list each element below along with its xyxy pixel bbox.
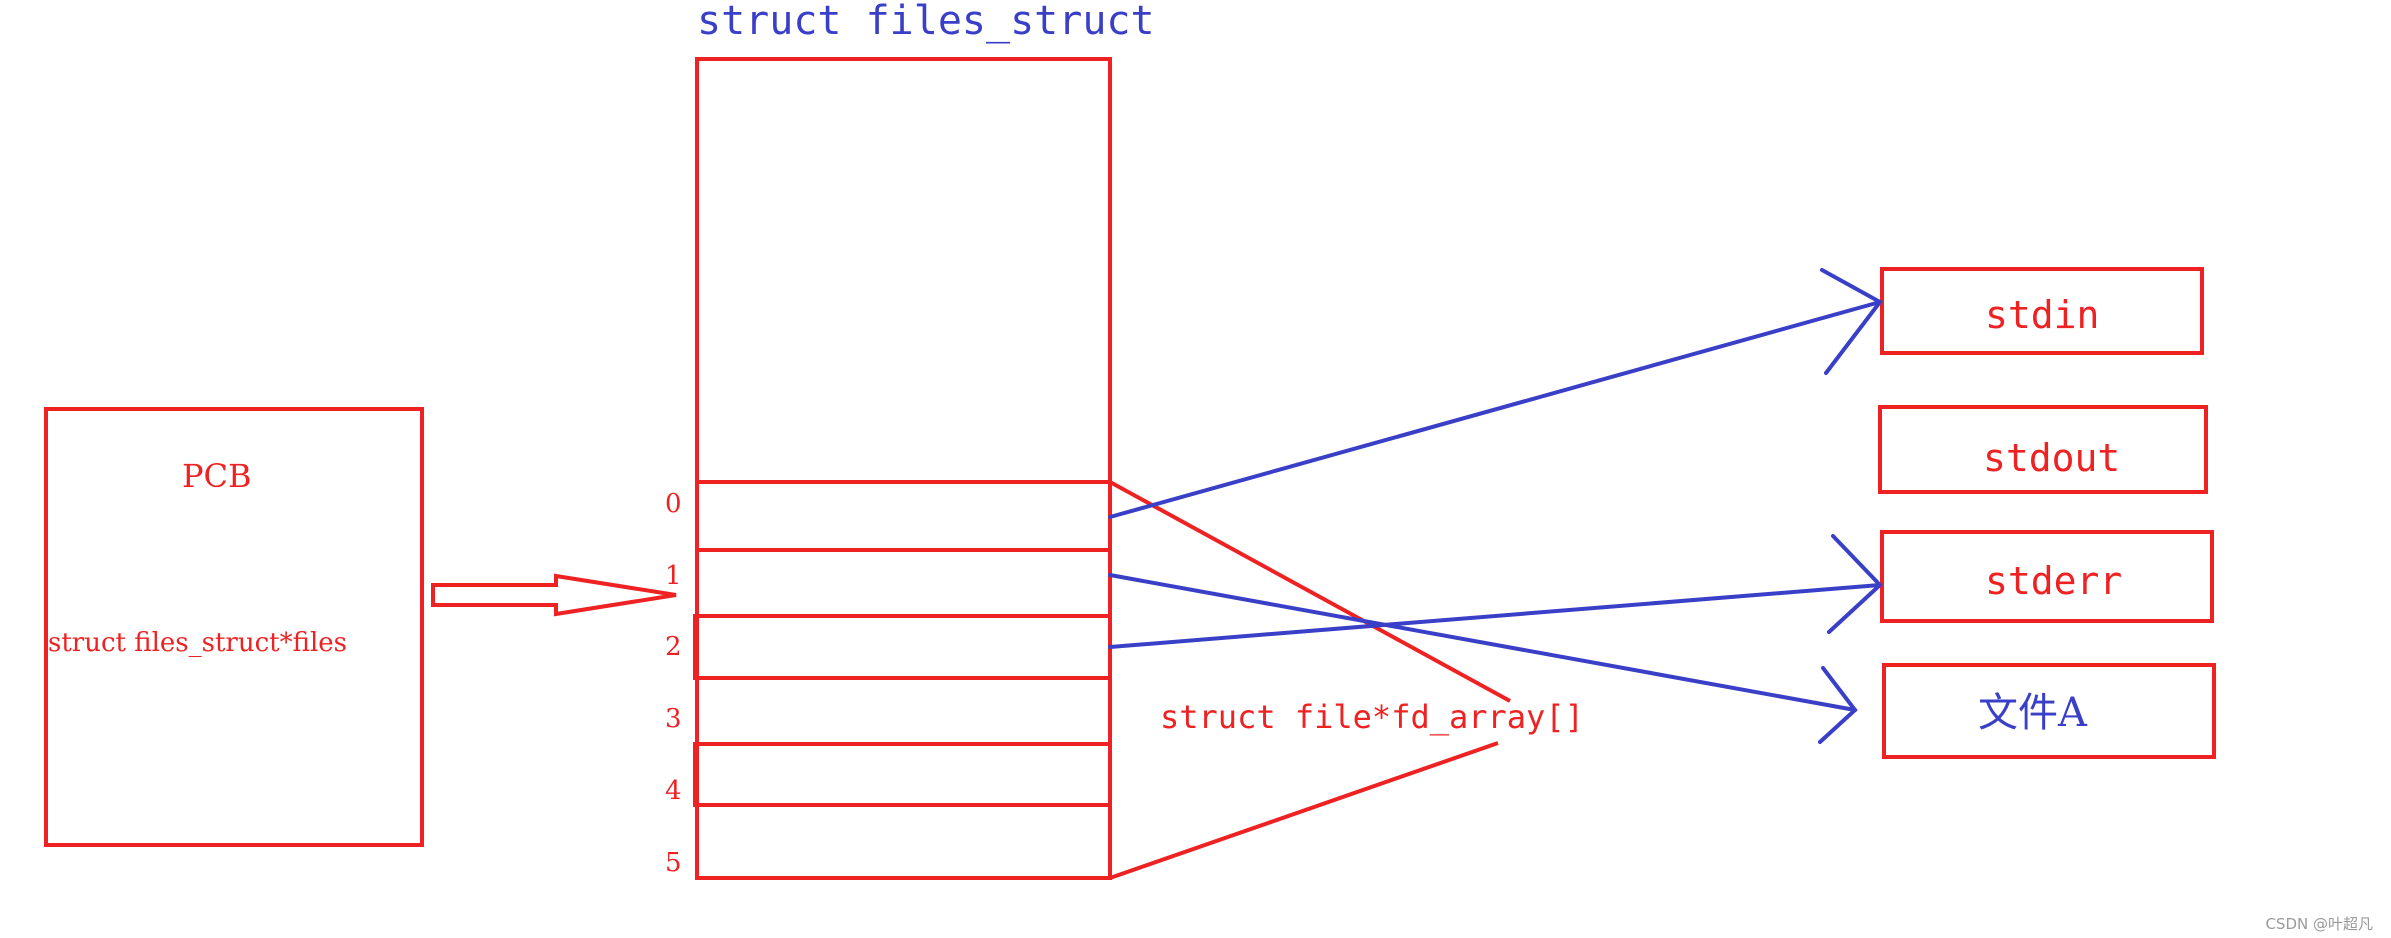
stderr-box — [1880, 530, 2214, 623]
fd-index-label: 0 — [665, 489, 682, 519]
file-a-box — [1882, 663, 2216, 759]
fd1-to-file-a-arrow — [1108, 573, 1858, 744]
fd-array — [693, 480, 1112, 880]
stdin-box — [1880, 267, 2204, 355]
fd-array-label: struct file*fd_array[] — [1160, 698, 1584, 736]
fd-slot-5 — [695, 803, 1112, 880]
watermark: CSDN @叶超凡 — [2265, 915, 2373, 933]
fd-index-label: 4 — [665, 776, 682, 806]
fd-pointers — [1108, 268, 1883, 744]
files-struct-title: struct files_struct — [697, 0, 1155, 44]
fd-slot-3 — [695, 676, 1112, 746]
stdin-label: stdin — [1985, 293, 2099, 337]
file-a-label: 文件A — [1978, 690, 2088, 736]
fd-index-label: 3 — [665, 704, 682, 734]
files-struct-box — [695, 57, 1112, 880]
fd0-to-stdin-arrow — [1108, 268, 1883, 519]
pcb-box — [44, 407, 424, 847]
fd-array-bracket — [1109, 480, 1511, 880]
stdout-box — [1878, 405, 2208, 494]
fd-slot-1 — [695, 548, 1112, 618]
fd-slot-0 — [695, 480, 1112, 552]
fd-slot-2 — [693, 614, 1112, 680]
fd-index-label: 5 — [665, 848, 682, 878]
pcb-title: PCB — [182, 457, 252, 495]
pcb-to-files-arrow — [431, 573, 677, 617]
pcb-files-field: struct files_struct*files — [48, 628, 347, 658]
fd-slot-4 — [693, 742, 1112, 807]
stderr-label: stderr — [1985, 559, 2122, 603]
stdout-label: stdout — [1983, 436, 2120, 480]
fd-index-label: 2 — [665, 632, 682, 662]
fd-index-label: 1 — [665, 561, 682, 591]
fd2-to-stderr-arrow — [1108, 534, 1883, 649]
fd-index-labels: 0 1 2 3 4 5 — [665, 489, 682, 878]
